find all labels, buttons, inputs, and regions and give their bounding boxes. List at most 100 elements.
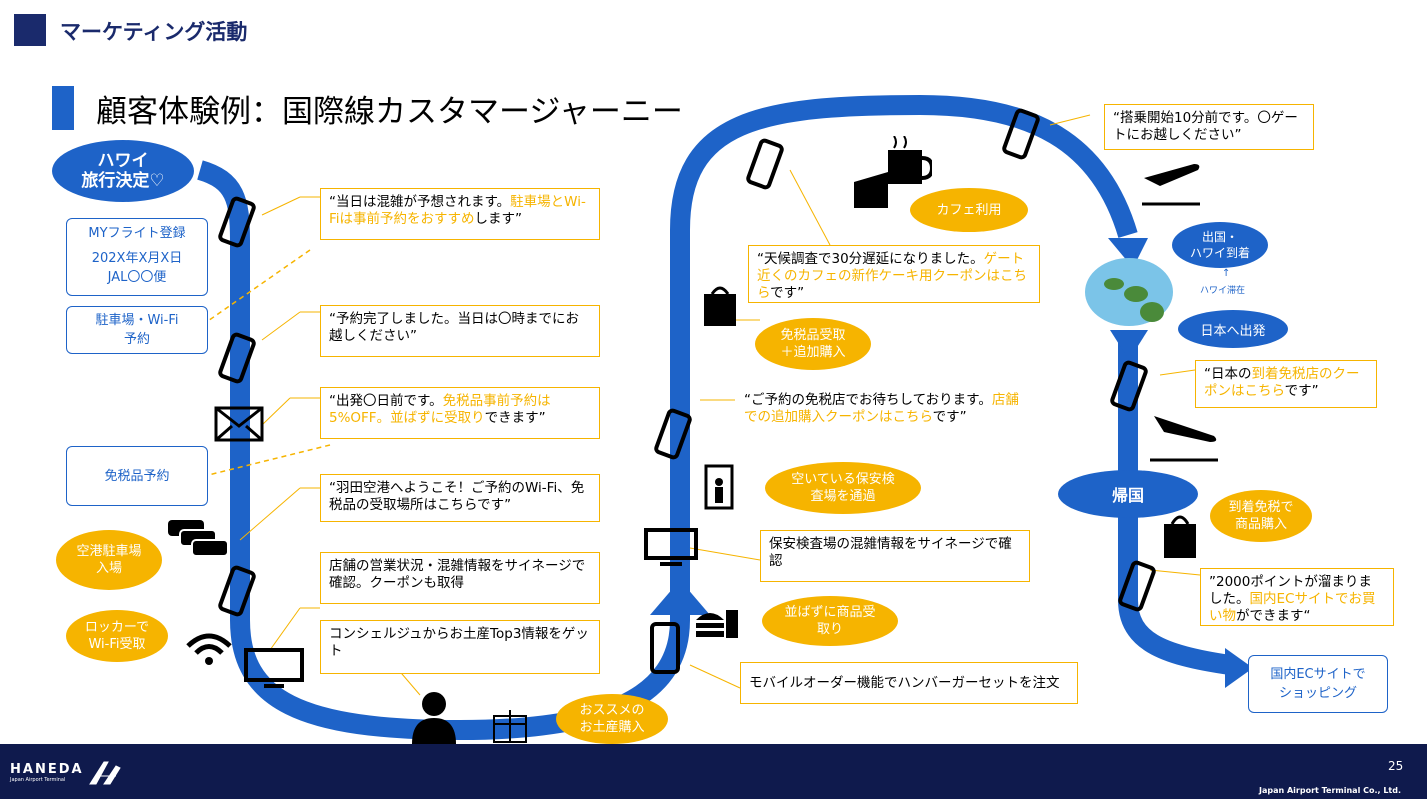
order-bubble: 並ばずに商品受 取り: [762, 596, 898, 646]
dutyfree-pickup-line1: 免税品受取: [780, 328, 846, 343]
haneda-logo-mark-icon: [89, 761, 121, 785]
m3-post: できます”: [484, 410, 546, 426]
section-title: マーケティング活動: [60, 20, 248, 44]
dutyfree-reserve-box: 免税品予約: [66, 446, 208, 506]
m1-pre: “当日は混雑が予想されます。: [329, 194, 511, 210]
message-concierge: コンシェルジュからお土産Top3情報をゲット: [320, 620, 600, 674]
shopping-bag-icon: [1164, 515, 1196, 558]
page-number: 25: [1388, 759, 1404, 773]
m7-pre: “天候調査で30分遅延になりました。: [757, 251, 984, 267]
order-line1: 並ばずに商品受: [784, 605, 876, 620]
m12-highlight: 到着免税店のクーポンはこちら: [1204, 366, 1360, 399]
myflight-line1: MYフライト登録: [88, 226, 186, 241]
return-bubble-label: 帰国: [1111, 486, 1144, 505]
myflight-box: MYフライト登録 202X年X月X日 JAL〇〇便: [66, 218, 208, 296]
concierge-icon: [412, 692, 456, 744]
security-gate-icon: [704, 464, 734, 510]
message-delay: “天候調査で30分遅延になりました。ゲート近くのカフェの新作ケーキ用クーポンはこ…: [748, 245, 1040, 303]
locker-line2: Wi-Fi受取: [88, 637, 146, 652]
airplane-landing-icon: [1150, 416, 1218, 462]
souvenir-bubble: おススメの お土産購入: [556, 694, 668, 744]
locker-bubble: ロッカーで Wi-Fi受取: [66, 610, 168, 662]
mail-icon: [214, 406, 264, 442]
start-bubble-line2: 旅行決定♡: [81, 171, 165, 191]
footer-bar: [0, 744, 1427, 799]
section-marker: [14, 14, 46, 46]
m5-text: 店舗の営業状況・混雑情報をサイネージで確認。クーポンも取得: [329, 558, 586, 591]
monitor-icon: [244, 648, 304, 688]
m2-text: “予約完了しました。当日は〇時までにお越しください”: [329, 311, 579, 344]
ec-shopping-box: 国内ECサイトで ショッピング: [1248, 655, 1388, 713]
myflight-line3: 202X年X月X日: [91, 251, 183, 266]
depart-arrive-bubble: 出国・ ハワイ到着: [1172, 222, 1268, 268]
ec-line2: ショッピング: [1278, 686, 1357, 701]
message-boarding: “搭乗開始10分前です。〇ゲートにお越しください”: [1104, 104, 1314, 150]
hawaii-islands-icon: [1085, 258, 1173, 326]
m12-pre: “日本の: [1204, 366, 1252, 382]
m7-post: です”: [770, 285, 805, 301]
m3-highlight: 免税品事前予約は5%OFF。並ばずに受取り: [329, 393, 551, 426]
title-marker: [52, 86, 74, 130]
message-security-signage: 保安検査場の混雑情報をサイネージで確認: [760, 530, 1030, 582]
m8-post: です”: [932, 409, 967, 425]
cafe-bubble: カフェ利用: [910, 188, 1028, 232]
cars-icon: [168, 520, 229, 557]
stay-arrow-icon: ↑: [1222, 268, 1231, 279]
arrival-dutyfree-bubble: 到着免税で 商品購入: [1210, 490, 1312, 542]
security-line2: 査場を通過: [810, 489, 876, 504]
m9-text: 保安検査場の混雑情報をサイネージで確認: [769, 536, 1012, 569]
parking-wifi-box: 駐車場・Wi-Fi 予約: [66, 306, 208, 354]
hawaii-stay-label: ハワイ滞在: [1200, 286, 1246, 296]
message-welcome: “羽田空港へようこそ！ご予約のWi-Fi、免税品の受取場所はこちらです”: [320, 474, 600, 522]
depart-japan-bubble: 日本へ出発: [1178, 310, 1288, 348]
dutyfree-pickup-bubble: 免税品受取 ＋追加購入: [755, 318, 871, 370]
message-parking-wifi: “当日は混雑が予想されます。駐車場とWi-Fiは事前予約をおすすめします”: [320, 188, 600, 240]
start-bubble-line1: ハワイ: [97, 151, 149, 171]
m3-pre: “出発〇日前です。: [329, 393, 443, 409]
cafe-label: カフェ利用: [936, 202, 1002, 218]
mobile-phone-icon: [650, 622, 680, 674]
m6-text: コンシェルジュからお土産Top3情報をゲット: [329, 626, 589, 659]
return-bubble: 帰国: [1058, 470, 1198, 518]
message-mobile-order: モバイルオーダー機能でハンバーガーセットを注文: [740, 662, 1078, 704]
message-days-before: “出発〇日前です。免税品事前予約は5%OFF。並ばずに受取りできます”: [320, 387, 600, 439]
smartphone-icon: [1110, 360, 1148, 412]
smartphone-icon: [654, 408, 692, 460]
m13-pre: ”2000ポイントが溜まりました。: [1209, 574, 1372, 607]
security-bubble: 空いている保安検 査場を通過: [765, 462, 921, 514]
parking-bubble: 空港駐車場 入場: [56, 530, 162, 590]
depart-arrive-line1: 出国・: [1201, 230, 1238, 244]
dutyfree-reserve-label: 免税品予約: [104, 469, 170, 484]
smartphone-icon: [218, 332, 256, 384]
smartphone-icon: [218, 565, 256, 617]
haneda-logo-text: HANEDA: [10, 762, 84, 777]
message-dutyfree-shop: “ご予約の免税店でお待ちしております。店舗での追加購入クーポンはこちらです”: [735, 386, 1035, 438]
message-points: ”2000ポイントが溜まりました。国内ECサイトでお買い物ができます“: [1200, 568, 1394, 626]
smartphone-icon: [746, 138, 784, 190]
parking-line1: 空港駐車場: [76, 544, 142, 559]
depart-japan-label: 日本へ出発: [1200, 323, 1266, 339]
arrow-up-icon: [650, 580, 710, 615]
company-name: Japan Airport Terminal Co., Ltd.: [1259, 786, 1402, 795]
m10-text: モバイルオーダー機能でハンバーガーセットを注文: [749, 675, 1060, 691]
ec-line1: 国内ECサイトで: [1270, 667, 1366, 682]
start-bubble: ハワイ 旅行決定♡: [52, 140, 194, 202]
cafe-icon: [854, 136, 932, 208]
m8-highlight: 店舗での追加購入クーポンはこちら: [744, 392, 1019, 425]
m11-text: “搭乗開始10分前です。〇ゲートにお越しください”: [1113, 110, 1298, 143]
smartphone-icon: [218, 196, 256, 248]
wifi-icon: [186, 633, 232, 665]
arrival-dutyfree-line1: 到着免税で: [1228, 500, 1294, 515]
parking-wifi-line1: 駐車場・Wi-Fi: [95, 313, 179, 328]
burger-drink-icon: [696, 610, 738, 638]
message-arrival-coupon: “日本の到着免税店のクーポンはこちらです”: [1195, 360, 1377, 408]
locker-line1: ロッカーで: [84, 620, 150, 635]
security-line1: 空いている保安検: [791, 472, 895, 487]
dutyfree-pickup-line2: ＋追加購入: [780, 345, 846, 360]
souvenir-line1: おススメの: [579, 703, 645, 718]
souvenir-line2: お土産購入: [579, 720, 645, 735]
myflight-line4: JAL〇〇便: [107, 270, 167, 285]
m13-post: ができます“: [1236, 608, 1311, 624]
parking-line2: 入場: [95, 561, 122, 576]
m1-highlight: 駐車場とWi-Fiは事前予約をおすすめ: [329, 194, 586, 227]
